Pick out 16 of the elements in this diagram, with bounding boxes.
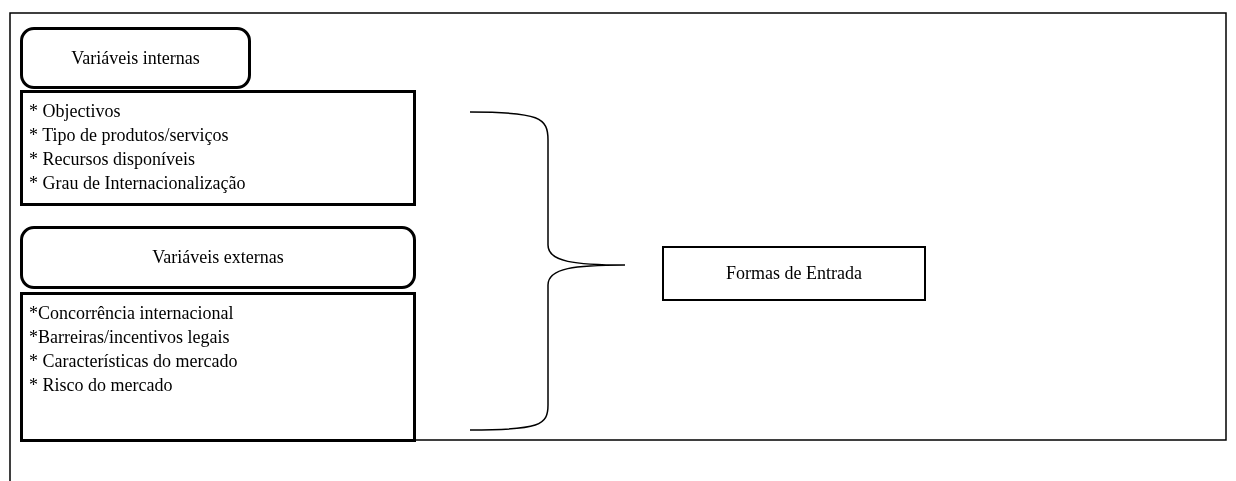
list-item: *Concorrência internacional (29, 302, 235, 325)
list-item: * Grau de Internacionalização (29, 172, 247, 195)
list-item: * Objectivos (29, 100, 122, 123)
box-label: Variáveis internas (71, 47, 200, 69)
list-box (20, 90, 416, 206)
list-item: * Tipo de produtos/serviços (29, 124, 230, 147)
box-label: Formas de Entrada (726, 263, 862, 284)
list-item: * Recursos disponíveis (29, 148, 196, 171)
process-box (662, 246, 926, 301)
heading-box (20, 226, 416, 289)
box-label: Variáveis externas (152, 247, 284, 268)
heading-box (20, 27, 251, 89)
list-box (20, 292, 416, 442)
list-item: * Risco do mercado (29, 374, 174, 397)
list-item: *Barreiras/incentivos legais (29, 326, 231, 349)
list-item: * Características do mercado (29, 350, 239, 373)
